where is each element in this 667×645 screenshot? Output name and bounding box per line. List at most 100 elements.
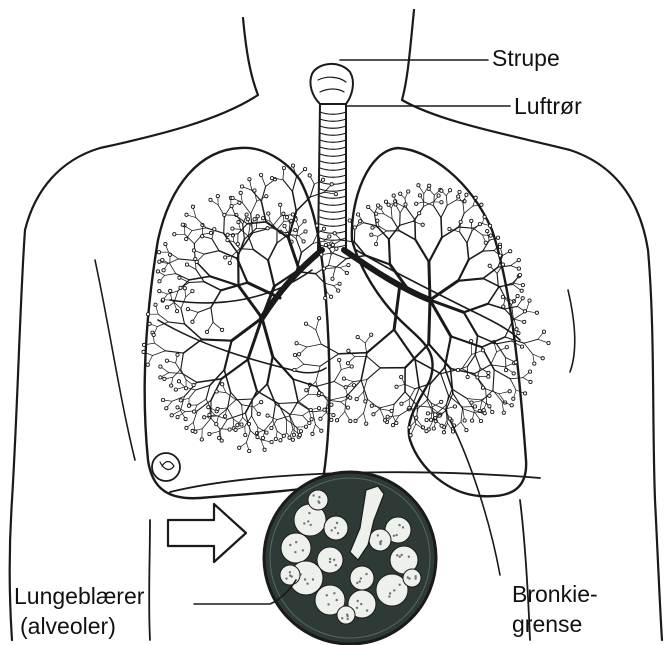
alveolus-tip: [517, 267, 520, 270]
alveolus-tip: [483, 412, 486, 415]
bronchus-branch: [488, 288, 499, 304]
bronchus-branch: [469, 251, 483, 260]
bronchus-branch: [493, 370, 494, 391]
bronchus-branch: [368, 399, 381, 409]
bronchus-branch: [400, 221, 413, 225]
trachea-ring: [320, 161, 346, 163]
bronchus-branch: [252, 399, 253, 416]
alveolus-tip: [483, 215, 486, 218]
alveolus-tip: [349, 420, 352, 423]
alveolus-tip: [331, 243, 334, 246]
alveolus-tip: [226, 239, 229, 242]
alveolus-tip: [184, 418, 187, 421]
alveolus-tip: [158, 290, 161, 293]
bronchus-branch: [179, 259, 196, 261]
bronchus-branch: [384, 214, 392, 219]
alveolus-tip: [476, 376, 479, 379]
alveolus-tip: [228, 428, 231, 431]
alveolus-tip: [409, 434, 412, 437]
alveolus-tip: [308, 421, 311, 424]
bronchus-branch: [475, 355, 480, 368]
bronchus-branch: [510, 378, 523, 379]
alveolus-tip: [372, 413, 375, 416]
bronchus-branch: [228, 409, 234, 420]
label-trachea: Luftrør: [514, 93, 582, 119]
bronchus-branch: [252, 416, 258, 427]
alveolus-tip: [479, 419, 482, 422]
alveolus-tip: [346, 406, 349, 409]
bronchus-branch: [346, 380, 361, 396]
alveolus-tip: [185, 213, 188, 216]
trachea-ring: [320, 133, 346, 135]
bronchus-branch: [267, 384, 275, 404]
alveolus-tip: [334, 193, 337, 196]
alveolus-tip: [521, 284, 524, 287]
alveolus-tip: [501, 295, 504, 298]
alveolus-tip: [516, 294, 519, 297]
alveolus-tip: [359, 220, 362, 223]
alveolus-texture: [365, 573, 367, 575]
alveolus-tip: [459, 220, 462, 223]
alveolus-tip: [508, 390, 511, 393]
alveolus-tip: [185, 426, 188, 429]
alveolus-tip: [304, 230, 307, 233]
alveolus-tip: [176, 406, 179, 409]
alveolus-tip: [308, 174, 311, 177]
alveolus-texture: [304, 578, 306, 580]
alveolus-tip: [246, 218, 249, 221]
alveolus-tip: [176, 416, 179, 419]
bronchus-branch: [464, 206, 473, 213]
bronchus-branch: [497, 344, 506, 358]
alveolus-tip: [354, 419, 357, 422]
bronchus-branch: [296, 239, 301, 253]
alveolus-texture: [346, 615, 348, 617]
bronchus-branch: [204, 282, 221, 291]
alveolus-tip: [330, 418, 333, 421]
alveolus-tip: [174, 388, 177, 391]
bronchus-branch: [202, 418, 211, 429]
bronchus-branch: [165, 351, 183, 353]
bronchus-branch: [262, 318, 273, 357]
bronchus-branch: [367, 357, 380, 368]
alveolus-tip: [335, 419, 338, 422]
alveolus-tip: [322, 267, 325, 270]
bronchus-branch: [181, 297, 186, 309]
bronchus-branch: [461, 409, 463, 422]
alveolus-tip: [303, 220, 306, 223]
alveolus-tip: [496, 236, 499, 239]
alveolus-tip: [370, 404, 373, 407]
alveolus-texture: [393, 589, 395, 591]
alveolus-texture: [336, 522, 338, 524]
alveolus-tip: [370, 333, 373, 336]
alveolus-tip: [509, 250, 512, 253]
alveolus-tip: [274, 437, 277, 440]
alveolus-tip: [322, 178, 325, 181]
alveolus-tip: [440, 189, 443, 192]
alveolus-tip: [533, 362, 536, 365]
alveolus-tip: [215, 423, 218, 426]
alveolus-tip: [377, 204, 380, 207]
bronchus-branch: [181, 309, 185, 324]
alveolus-tip: [260, 401, 263, 404]
bronchus-branch: [245, 391, 257, 413]
bronchus-branch: [429, 262, 430, 300]
bronchus-branch: [168, 259, 179, 264]
bronchus-branch: [415, 240, 429, 262]
alveolus-tip: [523, 320, 526, 323]
alveolus-tip: [328, 235, 331, 238]
alveolus-tip: [257, 412, 260, 415]
alveolus-tip: [169, 289, 172, 292]
alveolus-tip: [322, 227, 325, 230]
alveolus-tip: [156, 270, 159, 273]
bronchus-branch: [367, 368, 380, 380]
alveolus-tip: [200, 438, 203, 441]
alveolus-tip: [304, 168, 307, 171]
alveolus-tip: [142, 343, 145, 346]
bronchi-leader: [450, 420, 500, 575]
alveolus-texture: [356, 607, 358, 609]
bronchus-branch: [224, 341, 231, 370]
bronchus-branch: [292, 177, 296, 191]
alveolus-tip: [470, 340, 473, 343]
label-alveoli-line2: (alveoler): [20, 613, 116, 639]
